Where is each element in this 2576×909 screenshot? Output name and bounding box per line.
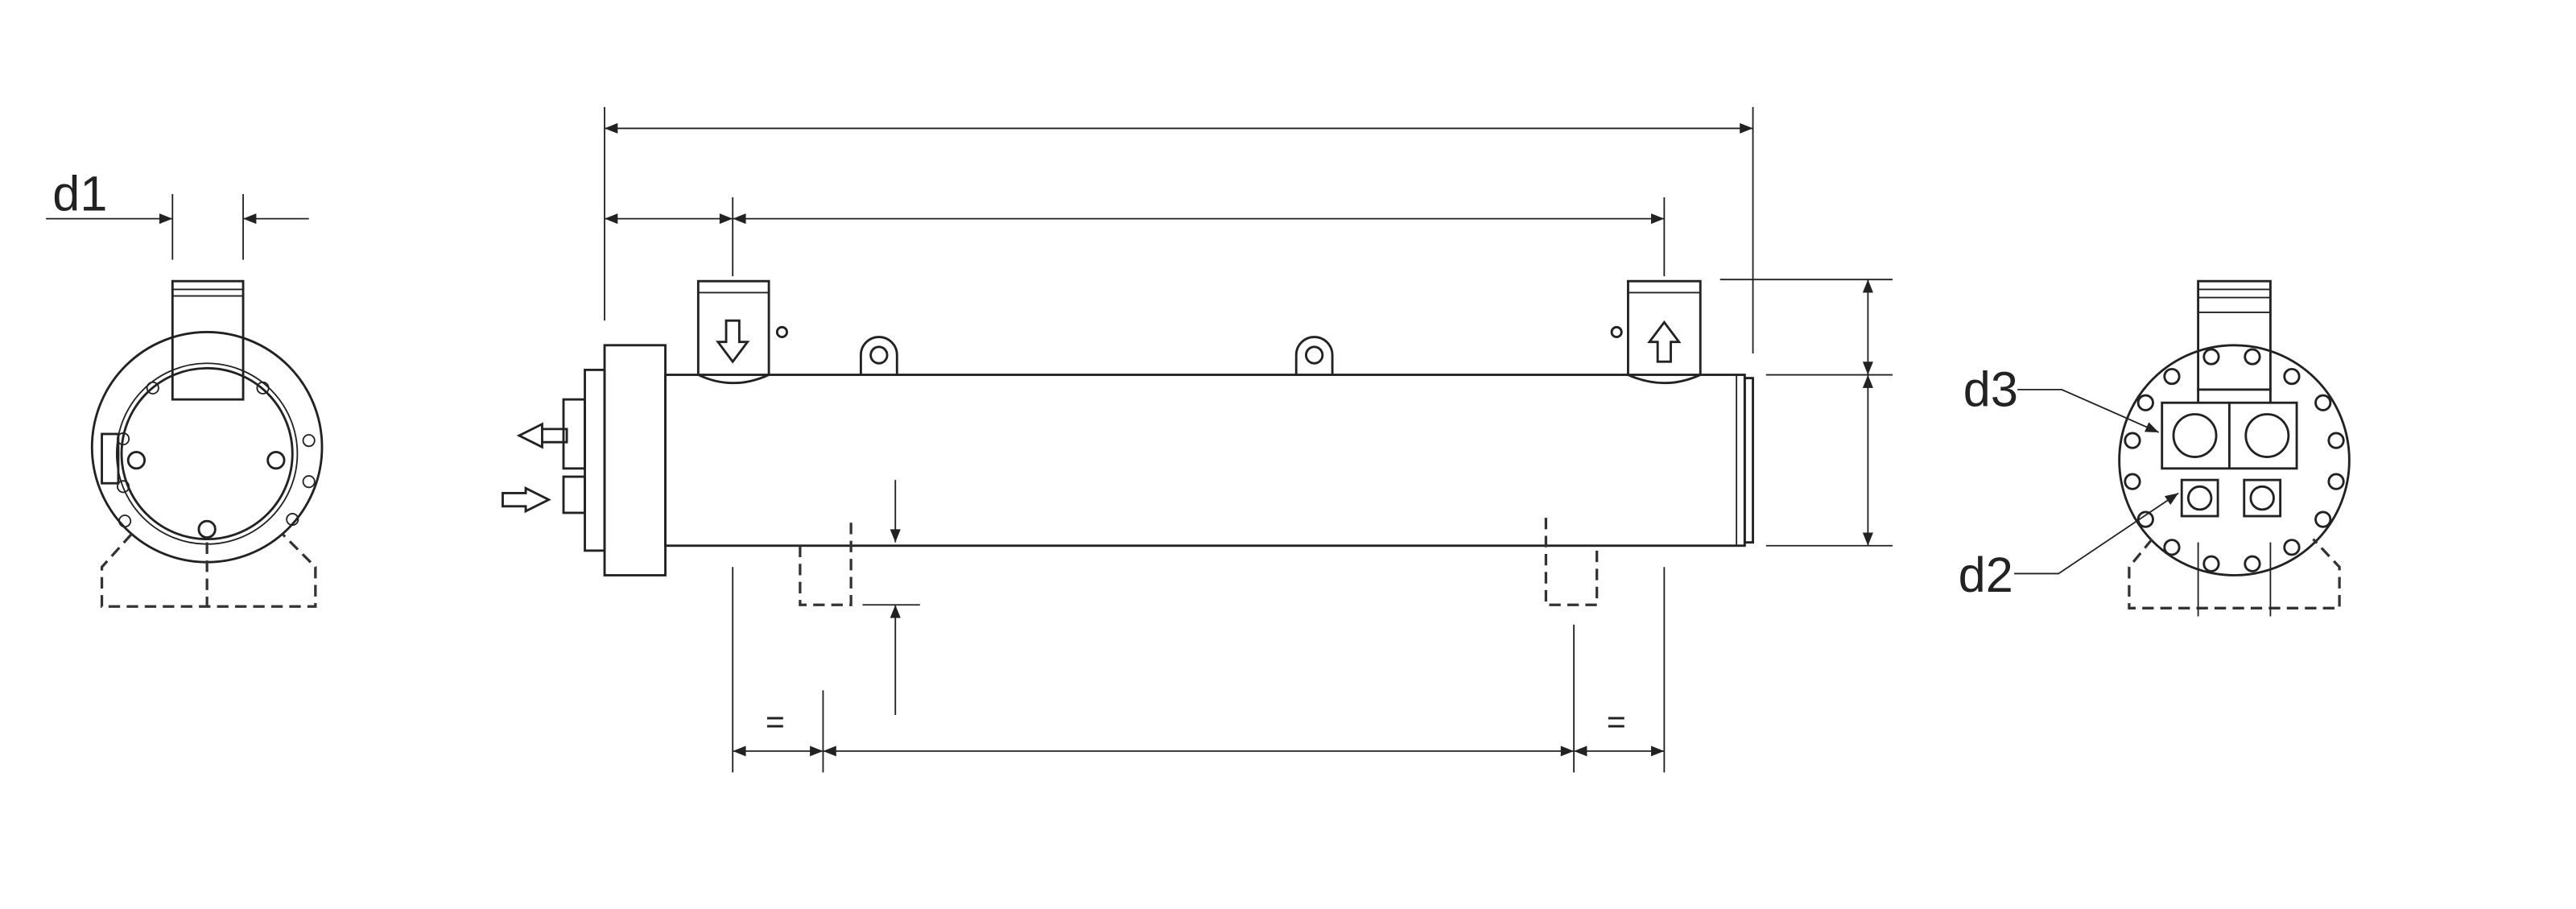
inlet-nozzle bbox=[696, 279, 788, 385]
nozzle bbox=[171, 279, 245, 401]
side-view: = = bbox=[502, 106, 1893, 773]
equal-label-left: = bbox=[766, 703, 785, 740]
down-arrow-icon bbox=[715, 319, 750, 364]
nozzle-spacing-dimension bbox=[605, 197, 1666, 277]
head-flange bbox=[562, 344, 667, 576]
right-end-view: d3 d2 bbox=[1959, 279, 2351, 617]
support-feet-dashed bbox=[799, 518, 1599, 606]
support-feet-dashed bbox=[100, 533, 317, 608]
flange bbox=[90, 331, 324, 564]
leader-d2 bbox=[2014, 492, 2179, 575]
outlet-nozzle bbox=[1610, 279, 1702, 385]
shell-body bbox=[664, 374, 1746, 547]
label-d2: d2 bbox=[1959, 547, 2013, 602]
dimension-d1 bbox=[46, 194, 309, 260]
bolt-holes bbox=[2124, 348, 2345, 572]
label-d3: d3 bbox=[1963, 362, 2018, 416]
port-d3 bbox=[2161, 401, 2298, 470]
leader-d3 bbox=[2017, 388, 2160, 433]
height-dimensions-right bbox=[1719, 279, 1893, 547]
head-flange bbox=[2118, 344, 2351, 576]
inlet-arrow-icon bbox=[502, 486, 551, 514]
nozzle bbox=[2197, 279, 2272, 391]
label-d1: d1 bbox=[52, 166, 107, 221]
lifting-lugs bbox=[859, 336, 1334, 375]
shell bbox=[120, 366, 294, 541]
port-d2 bbox=[2180, 478, 2282, 518]
bolt-holes bbox=[117, 381, 316, 528]
support-feet-dashed bbox=[2128, 538, 2341, 617]
outlet-arrow-icon bbox=[516, 422, 568, 449]
left-end-view: d1 bbox=[46, 166, 324, 608]
overall-length-dimension bbox=[604, 106, 1754, 353]
up-arrow-icon bbox=[1647, 320, 1682, 363]
height-dimension-feet bbox=[862, 480, 920, 715]
feet-spacing-dimension: = = bbox=[732, 567, 1666, 773]
equal-label-right: = bbox=[1607, 703, 1626, 740]
